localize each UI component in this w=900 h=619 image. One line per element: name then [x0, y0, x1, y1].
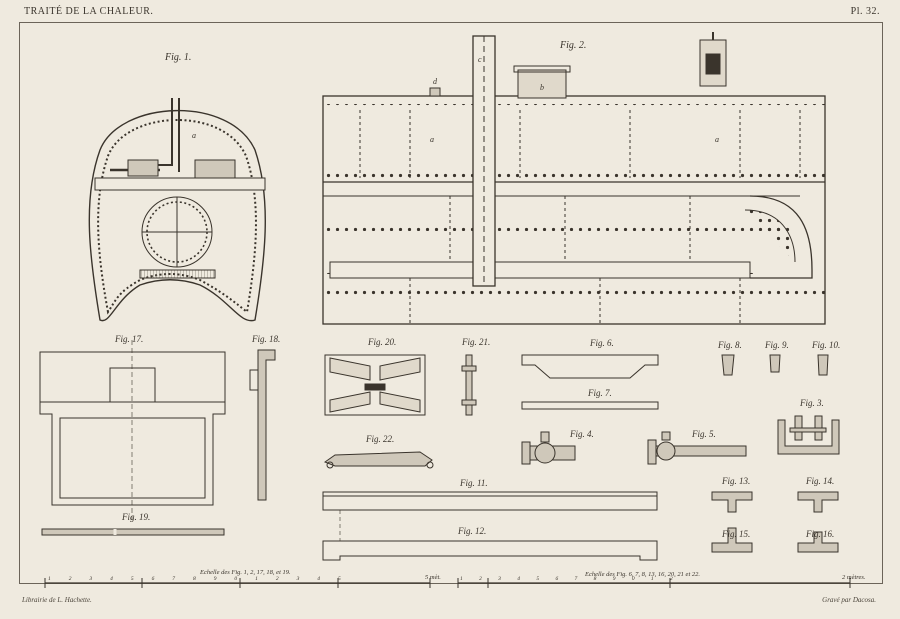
scale-right-tick-label: 1: [460, 576, 463, 582]
scale-right-tick-label: 5: [536, 576, 539, 582]
fig22-label: Fig. 22.: [365, 434, 394, 444]
fig1-boiler-section: [88, 98, 266, 322]
fig6-label: Fig. 6.: [589, 338, 614, 348]
scale-left-tick-label: 4: [317, 575, 320, 582]
scale-right-tick-label: 7: [575, 576, 578, 582]
scale-left-tick-label: 7: [172, 576, 175, 582]
fig13-label: Fig. 13.: [721, 476, 750, 486]
scale-left-tick-label: 9: [214, 576, 217, 582]
fig13-t-section: [711, 491, 753, 513]
scale-left-tick-label: 0: [234, 576, 237, 582]
fig5-label: Fig. 5.: [691, 429, 716, 439]
publisher-credit: Librairie de L. Hachette.: [22, 596, 92, 604]
engraver-credit: Gravé par Dacosa.: [822, 596, 876, 604]
scale-left-tick-label: 8: [193, 576, 196, 582]
fig2-letter-a-right: a: [715, 135, 719, 144]
fig3-box-section: [777, 415, 840, 455]
scale-right-tick-label: 8: [594, 576, 597, 582]
fig21-bolt: [461, 354, 477, 416]
scale-right-tick-label: 0: [632, 576, 635, 582]
scale-left-tick-label: 1: [48, 576, 51, 582]
fig14-label: Fig. 14.: [805, 476, 834, 486]
fig11-long-bar: [322, 491, 658, 511]
fig12-long-bar: [322, 510, 658, 561]
fig16-t-section: [797, 531, 839, 553]
fig2-boiler-elevation: [322, 32, 826, 325]
fig16-label: Fig. 16.: [805, 529, 834, 539]
fig20-hinge-plates: [324, 354, 426, 416]
scale-right-tick-label: 9: [613, 576, 616, 582]
fig15-t-section: [711, 527, 753, 553]
book-title: TRAITÉ DE LA CHALEUR.: [24, 6, 154, 17]
scale-left-tick-label: 3: [296, 576, 300, 582]
scale-right-tick-label: 6: [555, 576, 558, 582]
scale-right-tick-label: 4: [517, 575, 520, 582]
fig1-label: Fig. 1.: [164, 52, 191, 63]
scale-bar-right: [457, 578, 851, 588]
scale-left-tick-label: 3: [88, 576, 92, 582]
fig12-label: Fig. 12.: [457, 526, 486, 536]
fig2-label: Fig. 2.: [559, 40, 586, 51]
part-letter-d: d: [433, 77, 438, 86]
fig2-letter-a-left: a: [430, 135, 434, 144]
part-letter-a: a: [192, 131, 196, 140]
fig11-label: Fig. 11.: [459, 478, 488, 488]
fig17-label: Fig. 17.: [114, 334, 143, 344]
fig22-latch: [323, 451, 434, 469]
fig8-label: Fig. 8.: [717, 340, 742, 350]
scale-bar-left: [44, 578, 431, 588]
scale-left-tick-label: 5: [131, 576, 134, 582]
fig9-label: Fig. 9.: [764, 340, 789, 350]
scale-left-end: 5 mèt.: [425, 574, 441, 581]
plate-number: Pl. 32.: [850, 6, 880, 17]
scale-right-end: 2 mètres.: [842, 574, 866, 581]
scale-left-tick-label: 1: [255, 576, 258, 582]
scale-left-tick-label: 2: [69, 576, 72, 582]
fig14-t-section: [797, 491, 839, 513]
fig18-label: Fig. 18.: [251, 334, 280, 344]
scale-right-tick-label: 1: [651, 576, 654, 582]
fig18-side-profile: [249, 349, 276, 501]
plate-frame: [19, 22, 883, 584]
fig6-grate-bar: [521, 354, 659, 379]
fig10-label: Fig. 10.: [811, 340, 840, 350]
fig10-part: [817, 354, 829, 376]
fig17-grate-frame: [39, 340, 226, 520]
scale-right-caption: Echelle des Fig. 6, 7, 8, 13, 16, 20, 21…: [584, 571, 700, 578]
scale-left-tick-label: 6: [152, 576, 155, 582]
fig7-grate-bar: [521, 401, 659, 410]
part-letter-c: c: [478, 55, 482, 64]
fig3-label: Fig. 3.: [799, 398, 824, 408]
fig5-valve: [647, 431, 747, 465]
fig15-label: Fig. 15.: [721, 529, 750, 539]
scale-left-tick-label: 5: [338, 576, 341, 582]
fig21-label: Fig. 21.: [461, 337, 490, 347]
scale-right-tick-label: 2: [670, 576, 673, 582]
scale-left-tick-label: 4: [110, 575, 113, 582]
fig4-valve: [521, 431, 576, 465]
fig19-label: Fig. 19.: [121, 512, 150, 522]
scale-right-tick-label: 3: [497, 576, 501, 582]
fig19-bar: [41, 528, 225, 536]
fig9-part: [769, 354, 781, 373]
fig4-label: Fig. 4.: [569, 429, 594, 439]
scale-right-tick-label: 2: [479, 576, 482, 582]
fig8-part: [721, 354, 735, 376]
fig20-label: Fig. 20.: [367, 337, 396, 347]
scale-left-caption: Echelle des Fig. 1, 2, 17, 18, et 19.: [199, 569, 291, 576]
scale-left-tick-label: 2: [276, 576, 279, 582]
part-letter-b: b: [540, 83, 544, 92]
fig7-label: Fig. 7.: [587, 388, 612, 398]
